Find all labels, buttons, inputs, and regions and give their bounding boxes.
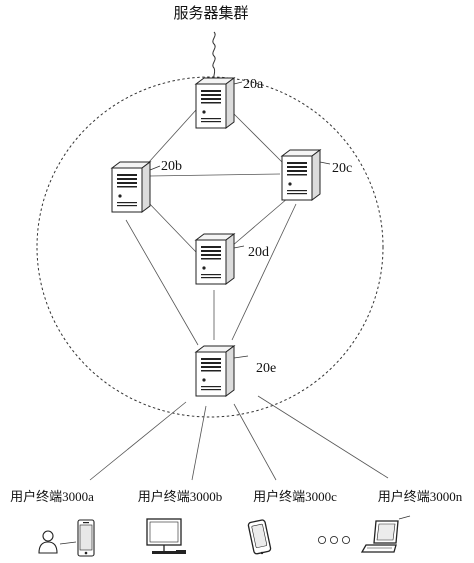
- terminal-label-3000n: 用户终端3000n: [378, 489, 463, 504]
- monitor-base: [152, 551, 176, 554]
- link-20e-3000a: [89, 401, 187, 481]
- connector-line: [398, 515, 411, 520]
- person-head: [42, 530, 54, 542]
- link-20c-20e: [231, 203, 297, 341]
- handheld-device-icon: [247, 519, 272, 555]
- connector-line: [59, 541, 77, 545]
- person-body: [38, 541, 58, 554]
- cluster-pointer: [212, 31, 216, 79]
- leader-line: [233, 355, 249, 359]
- server-label: 20d: [248, 245, 269, 260]
- mouse: [176, 550, 186, 554]
- link-20e-3000c: [233, 403, 277, 481]
- leader-line: [233, 245, 245, 249]
- device-screen: [251, 523, 268, 548]
- laptop-base: [360, 544, 397, 553]
- leader-line: [149, 165, 161, 171]
- server-label: 20e: [256, 361, 276, 376]
- server-20a: 20a: [195, 77, 264, 129]
- link-20b-20d: [145, 199, 197, 253]
- device-button: [260, 551, 264, 555]
- link-20e-3000b: [191, 405, 207, 481]
- leader-line: [233, 81, 243, 85]
- server-icon: [195, 345, 235, 397]
- server-links: [125, 109, 297, 346]
- cluster-label: 服务器集群: [173, 5, 248, 22]
- server-20c: 20c: [281, 149, 352, 201]
- leader-line: [319, 161, 331, 165]
- server-20e: 20e: [195, 345, 276, 397]
- phone-button: [84, 551, 88, 555]
- link-20e-3000n: [257, 395, 389, 479]
- server-20d: 20d: [195, 233, 269, 285]
- laptop-screen: [376, 523, 396, 541]
- link-20b-20e: [125, 219, 199, 346]
- laptop-icon: [360, 515, 411, 553]
- server-label: 20b: [161, 159, 182, 174]
- link-20b-20c: [149, 173, 281, 177]
- terminal-label-3000c: 用户终端3000c: [253, 489, 337, 504]
- link-20a-20c: [229, 109, 283, 163]
- terminal-label-3000b: 用户终端3000b: [138, 489, 223, 504]
- phone-speaker: [83, 522, 89, 524]
- phone-screen: [79, 524, 93, 551]
- server-label: 20a: [243, 77, 264, 92]
- server-icon: [195, 233, 235, 285]
- cluster-boundary: [36, 76, 384, 418]
- terminal-links: [89, 395, 389, 481]
- ellipsis-dots-icon: [317, 535, 351, 545]
- server-icon: [195, 77, 235, 129]
- terminal-label-3000a: 用户终端3000a: [10, 489, 94, 504]
- server-20b: 20b: [111, 159, 182, 213]
- server-label: 20c: [332, 161, 352, 176]
- link-20c-20d: [231, 197, 289, 247]
- desktop-monitor-icon: [146, 518, 186, 554]
- person-phone-icon: [38, 519, 95, 557]
- monitor-screen: [149, 521, 179, 543]
- server-icon: [281, 149, 321, 201]
- server-icon: [111, 161, 151, 213]
